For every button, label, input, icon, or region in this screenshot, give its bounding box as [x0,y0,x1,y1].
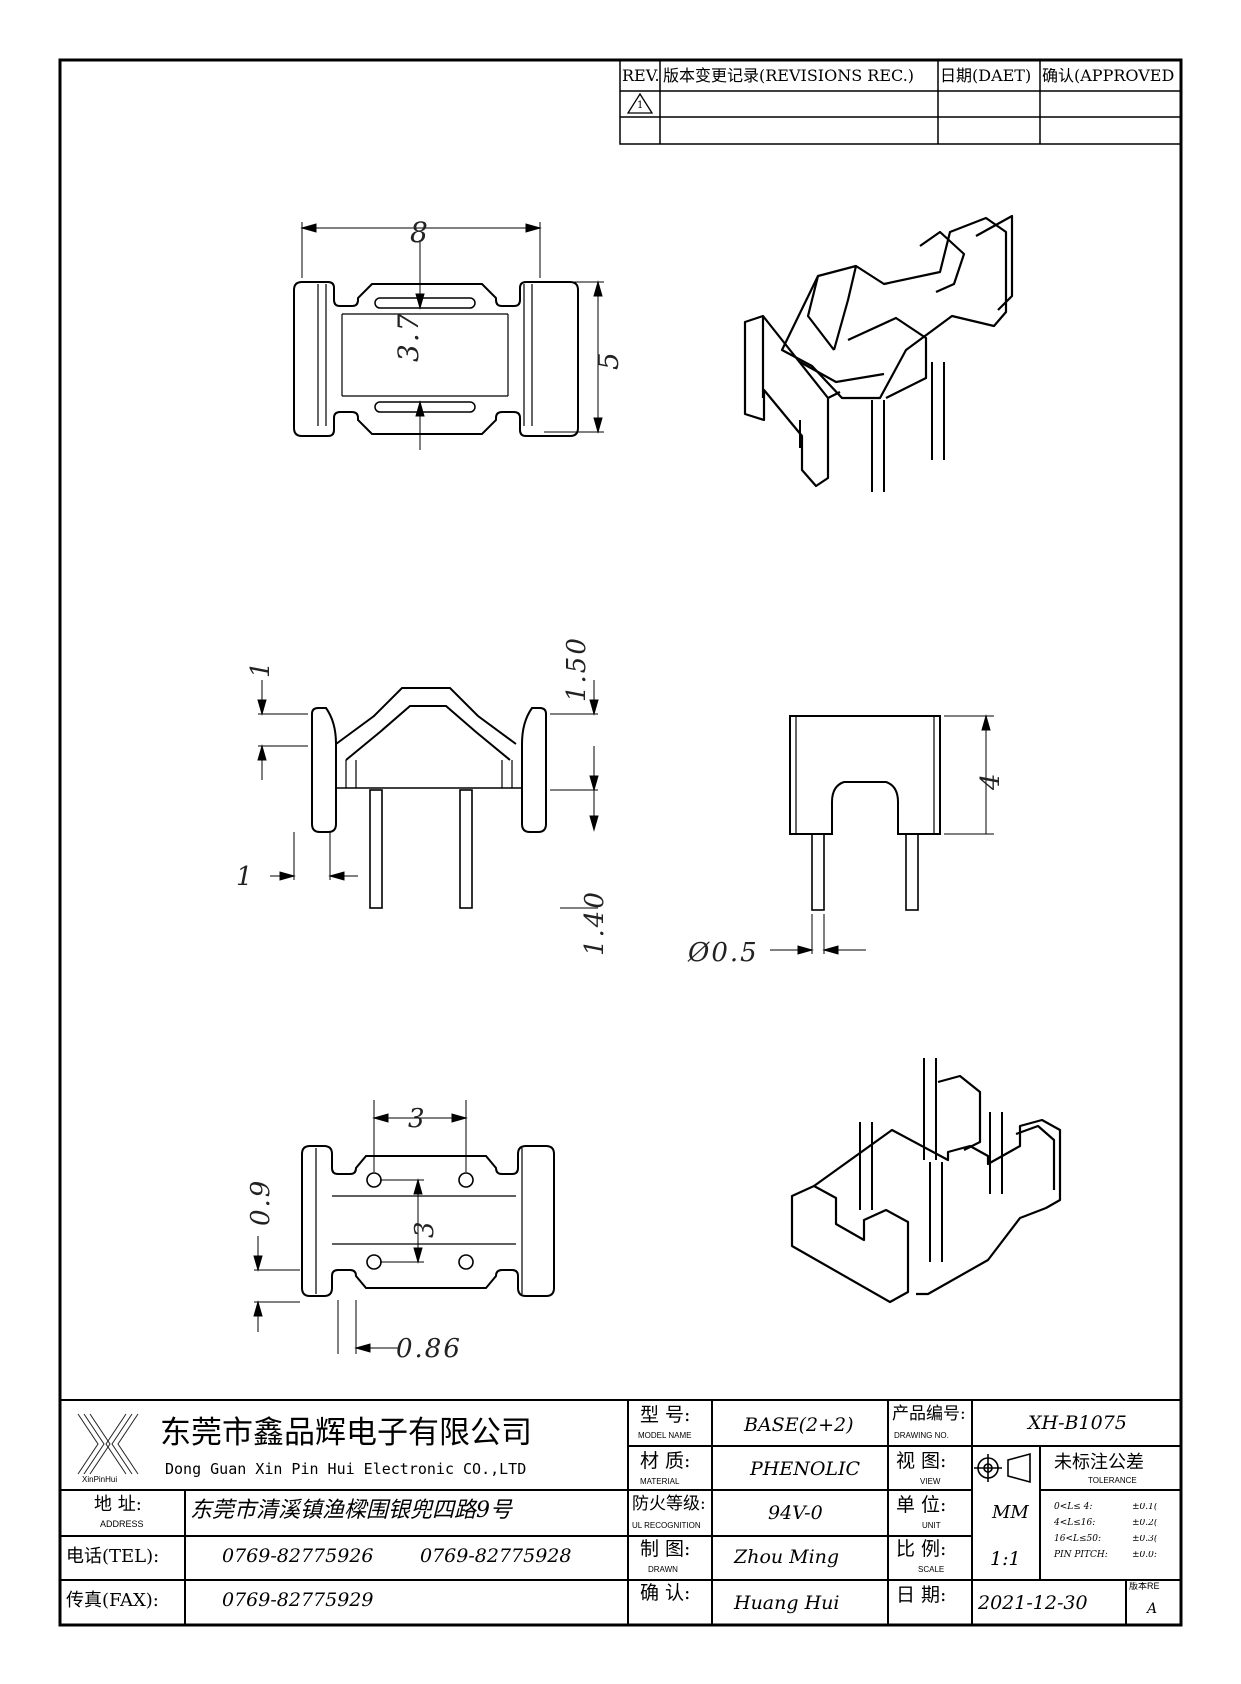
projection-symbol-icon [974,1452,1031,1484]
fax-label: 传真(FAX): [66,1590,159,1611]
dim-bottom-pitch-y: 3 [410,1219,440,1238]
tolerance-range-2: 4<L≤16: [1054,1518,1096,1528]
revision-triangle-icon [626,92,654,114]
side-view-dims [257,680,599,909]
view-label: 视 图: [896,1450,947,1472]
top-view-dims [300,222,604,450]
dim-pin-diameter: Ø0.5 [688,938,759,968]
dim-top-inner: 3.7 [392,311,425,362]
date-value: 2021-12-30 [978,1592,1088,1614]
revision-number: 1 [637,100,644,111]
company-logo [77,1413,139,1475]
address-label: 地 址: [94,1494,142,1515]
dim-bottom-pitch-x: 3 [408,1104,427,1134]
tolerance-value-3: ±0.3( [1132,1535,1158,1544]
date-label: 日 期: [896,1584,947,1606]
address-label-en: ADDRESS [100,1519,144,1529]
drawn-value: Zhou Ming [734,1546,840,1568]
date-header: 日期(DAET) [940,66,1032,85]
tolerance-label: 未标注公差 [1054,1452,1144,1473]
tolerance-range-4: PIN PITCH: [1054,1550,1108,1560]
check-value: Huang Hui [734,1592,840,1614]
unit-label-en: UNIT [922,1521,941,1530]
dim-bottom-09: 0.9 [246,1178,276,1226]
dim-front-height: 4 [976,771,1006,790]
model-label: 型 号: [640,1404,691,1426]
tolerance-value-4: ±0.0: [1132,1551,1157,1560]
tel-label: 电话(TEL): [66,1546,160,1567]
tolerance-range-3: 16<L≤50: [1054,1534,1101,1544]
revision-table [619,59,1182,145]
bottom-view-dims [253,1100,468,1354]
material-label: 材 质: [640,1450,691,1472]
tolerance-label-en: TOLERANCE [1088,1476,1137,1485]
scale-label: 比 例: [896,1538,947,1560]
drawn-label-en: DRAWN [648,1565,678,1574]
version-value: A [1147,1601,1158,1617]
company-name-en: Dong Guan Xin Pin Hui Electronic CO.,LTD [165,1460,527,1478]
approved-header: 确认(APPROVED [1042,68,1175,84]
side-view [311,687,547,909]
top-view [293,281,579,437]
record-header: 版本变更记录(REVISIONS REC.) [663,66,915,85]
ul-label: 防火等级: [632,1494,706,1514]
material-label-en: MATERIAL [640,1477,680,1486]
title-block [59,1399,1182,1626]
ul-value: 94V-0 [768,1502,823,1524]
dim-bottom-086: 0.86 [396,1334,462,1364]
ul-label-en: UL RECOGNITION [632,1521,701,1530]
logo-text: XinPinHui [82,1475,118,1484]
material-value: PHENOLIC [750,1458,861,1480]
fax-number: 0769-82775929 [222,1589,374,1611]
unit-label: 单 位: [896,1494,947,1516]
tolerance-value-2: ±0.2( [1132,1519,1158,1528]
unit-value: MM [992,1502,1029,1523]
front-view-dims [770,714,994,955]
scale-label-en: SCALE [918,1565,945,1574]
tolerance-range-1: 0<L≤ 4: [1054,1502,1093,1512]
dim-side-pin: 1.40 [580,890,610,956]
drawing-no-label: 产品编号: [892,1404,966,1424]
model-label-en: MODEL NAME [638,1431,692,1440]
dim-side-h1: 1.50 [562,636,592,702]
drawing-no-value: XH-B1075 [1028,1412,1127,1434]
dim-side-bottom: 1 [236,862,255,892]
version-label: 版本RE [1129,1582,1160,1591]
dim-top-height: 5 [592,350,625,370]
dim-side-top: 1 [246,659,276,678]
front-view [789,715,941,911]
check-label: 确 认: [640,1582,691,1604]
dim-top-width: 8 [410,216,430,249]
address-value: 东莞市清溪镇渔樑围银兜四路9号 [190,1498,512,1523]
drawn-label: 制 图: [640,1538,691,1560]
view-label-en: VIEW [920,1477,941,1486]
model-value: BASE(2+2) [744,1414,854,1436]
iso-view-top [743,214,1014,492]
tolerance-value-1: ±0.1( [1132,1503,1158,1512]
tel-number-2: 0769-82775928 [420,1545,572,1567]
company-name-cn: 东莞市鑫品辉电子有限公司 [160,1415,532,1451]
drawing-no-label-en: DRAWING NO. [894,1431,949,1440]
rev-header: REV. [622,66,660,85]
iso-view-bottom [790,1058,1062,1304]
scale-value: 1:1 [990,1548,1021,1570]
tel-number-1: 0769-82775926 [222,1545,374,1567]
